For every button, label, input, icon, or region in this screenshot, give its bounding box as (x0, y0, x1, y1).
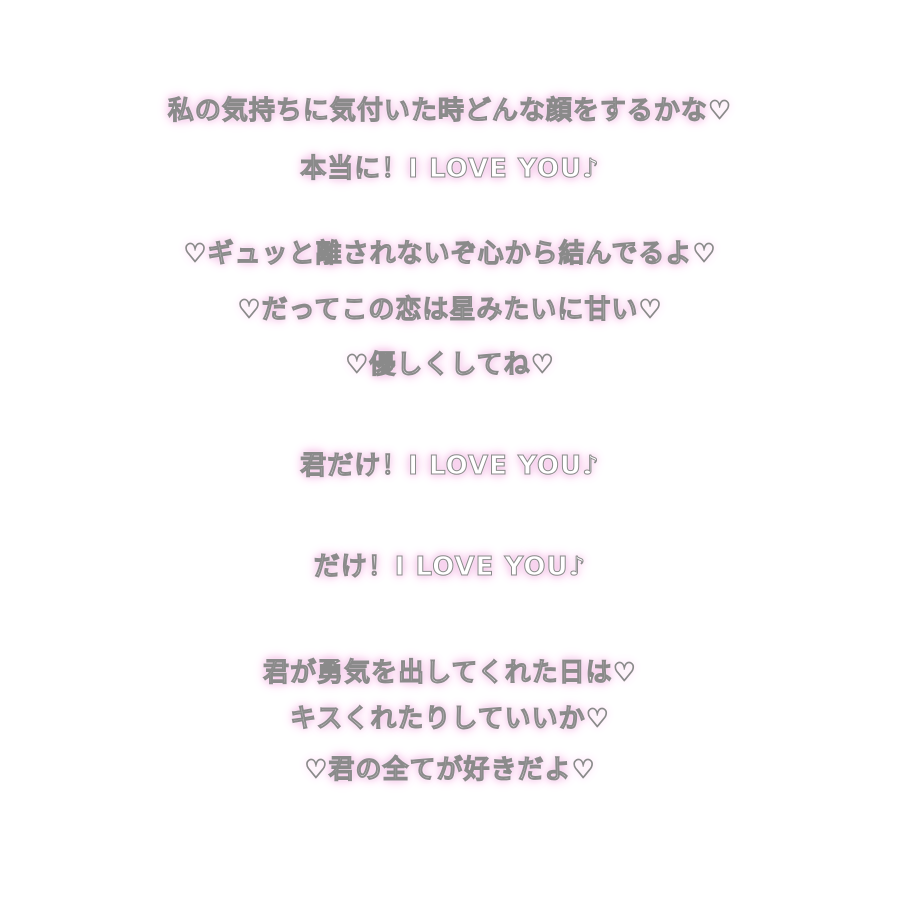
lyric-line-1: 私の気持ちに気付いた時どんな顔をするかな♡ (167, 96, 733, 127)
lyric-line-6: 君だけ！I LOVE YOU♪ (300, 451, 600, 482)
lyric-line-5: ♡優しくしてね♡ (345, 350, 555, 381)
lyric-line-7: だけ！I LOVE YOU♪ (313, 552, 587, 583)
lyric-line-10: ♡君の全てが好きだよ♡ (304, 755, 596, 786)
lyric-line-3: ♡ギュッと離されないぞ心から結んでるよ♡ (183, 239, 717, 270)
lyric-line-8: 君が勇気を出してくれた日は♡ (263, 658, 637, 689)
lyric-line-9: キスくれたりしていいか♡ (290, 704, 610, 735)
lyric-line-4: ♡だってこの恋は星みたいに甘い♡ (237, 295, 663, 326)
lyric-line-2: 本当に！I LOVE YOU♪ (300, 154, 600, 185)
